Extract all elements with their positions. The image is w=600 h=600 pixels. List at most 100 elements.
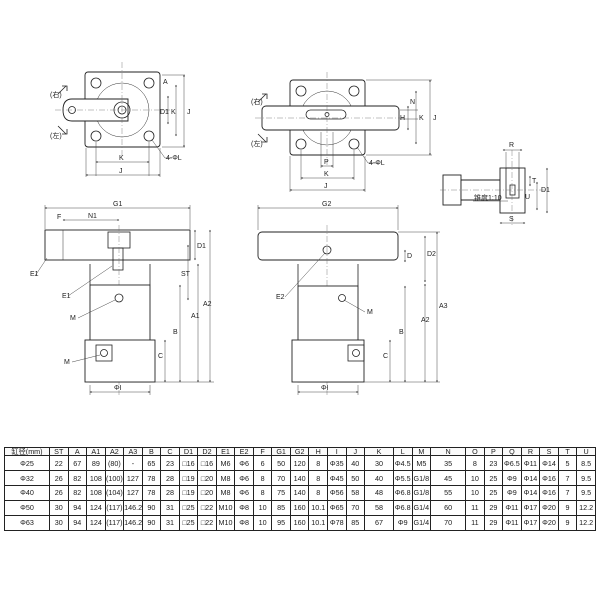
table-cell: G1/4 <box>411 515 432 531</box>
dimension-label: T <box>532 178 537 185</box>
header-cell: C <box>160 446 180 457</box>
header-cell: D2 <box>197 446 217 457</box>
header-cell: N <box>430 446 467 457</box>
dimension-label: D1 <box>541 187 550 194</box>
dimension-label: M <box>70 315 76 322</box>
table-cell: 8 <box>252 470 273 487</box>
table-cell: 67 <box>364 515 395 531</box>
header-cell: M <box>411 446 432 457</box>
header-cell: U <box>576 446 596 457</box>
table-cell: M5 <box>411 455 432 472</box>
table-cell: □19 <box>178 485 199 502</box>
dimension-label: E1 <box>30 271 39 278</box>
table-cell: Φ5.5 <box>393 470 413 487</box>
dimension-label: N <box>410 99 415 106</box>
taper-label: 锥度1:10 <box>474 193 502 202</box>
table-cell: 10 <box>252 515 273 531</box>
table-cell: 8 <box>252 485 273 502</box>
table-cell: 35 <box>430 455 467 472</box>
table-cell: 30 <box>49 515 69 531</box>
dimension-label: D <box>407 253 412 260</box>
table-cell: 22 <box>49 455 69 472</box>
header-cell: Q <box>502 446 522 457</box>
table-cell: 12.2 <box>576 515 596 531</box>
table-cell: 94 <box>67 515 88 531</box>
table-cell: Φ9 <box>502 470 522 487</box>
table-cell: 60 <box>430 500 467 517</box>
table-cell: Φ11 <box>502 500 522 517</box>
table-cell: □22 <box>197 515 217 531</box>
table-cell: M8 <box>215 485 236 502</box>
header-cell: A1 <box>86 446 106 457</box>
table-cell: 8 <box>308 470 328 487</box>
header-cell: K <box>364 446 395 457</box>
top-left-plan-view: (右) (左) A D1 K J K J 4-ΦL <box>50 62 191 177</box>
header-cell: A3 <box>123 446 143 457</box>
table-cell: 160 <box>289 515 310 531</box>
table-cell: □16 <box>178 455 199 472</box>
table-cell: 90 <box>141 500 162 517</box>
table-cell: Φ16 <box>539 485 559 502</box>
table-cell: (117) <box>104 500 125 517</box>
table-cell: M6 <box>215 455 236 472</box>
table-cell: 108 <box>86 470 106 487</box>
table-cell: 94 <box>67 500 88 517</box>
table-cell: 70 <box>345 500 366 517</box>
table-cell: Φ14 <box>520 470 541 487</box>
table-cell: 23 <box>483 455 504 472</box>
table-cell: G1/8 <box>411 470 432 487</box>
table-cell: 85 <box>271 500 291 517</box>
table-cell: 127 <box>123 485 143 502</box>
table-cell: Φ11 <box>520 455 541 472</box>
table-cell: 10 <box>465 470 485 487</box>
table-cell: 28 <box>160 470 180 487</box>
table-cell: 70 <box>271 470 291 487</box>
table-cell: 25 <box>483 470 504 487</box>
dimension-label: J <box>119 168 123 175</box>
table-cell: - <box>123 455 143 472</box>
side-elevation-view: G2 D D2 A3 A2 B C E2 M ΦI <box>257 201 448 395</box>
table-cell: □20 <box>197 485 217 502</box>
table-cell: 95 <box>271 515 291 531</box>
rotate-left-label-2: (左) <box>251 139 263 148</box>
header-cell: T <box>557 446 578 457</box>
rotate-left-label-1: (左) <box>50 131 62 140</box>
table-cell: □19 <box>178 470 199 487</box>
header-cell: P <box>483 446 504 457</box>
dimension-label: S <box>509 216 514 223</box>
table-cell: 124 <box>86 500 106 517</box>
table-cell: 108 <box>86 485 106 502</box>
table-cell: Φ9 <box>502 485 522 502</box>
table-cell: 50 <box>345 470 366 487</box>
dimension-label: J <box>187 109 191 116</box>
table-cell: Φ17 <box>520 515 541 531</box>
top-right-plan-view: (右) (左) H K J N P K J 4-ΦL <box>251 72 437 192</box>
table-cell: 8 <box>465 455 485 472</box>
table-cell: 26 <box>49 485 69 502</box>
table-cell: 78 <box>141 470 162 487</box>
table-cell: Φ4.5 <box>393 455 413 472</box>
table-cell: Φ6.8 <box>393 485 413 502</box>
table-cell: 9.5 <box>576 485 596 502</box>
dimension-label: D1 <box>197 243 206 250</box>
header-cell: J <box>345 446 366 457</box>
dimension-label: E1 <box>62 293 71 300</box>
table-cell: Φ40 <box>4 485 50 502</box>
dimension-label: A1 <box>191 313 200 320</box>
table-cell: □22 <box>197 500 217 517</box>
table-cell: 23 <box>160 455 180 472</box>
table-cell: 10 <box>252 500 273 517</box>
table-cell: G1/4 <box>411 500 432 517</box>
header-cell: 缸径(mm) <box>4 446 50 457</box>
table-cell: 5 <box>557 455 578 472</box>
table-cell: 6 <box>252 455 273 472</box>
table-cell: 146.2 <box>123 515 143 531</box>
table-cell: Φ6.5 <box>502 455 522 472</box>
dimension-label: G2 <box>322 201 331 208</box>
table-cell: 29 <box>483 500 504 517</box>
table-cell: 58 <box>345 485 366 502</box>
table-cell: Φ6 <box>234 470 254 487</box>
